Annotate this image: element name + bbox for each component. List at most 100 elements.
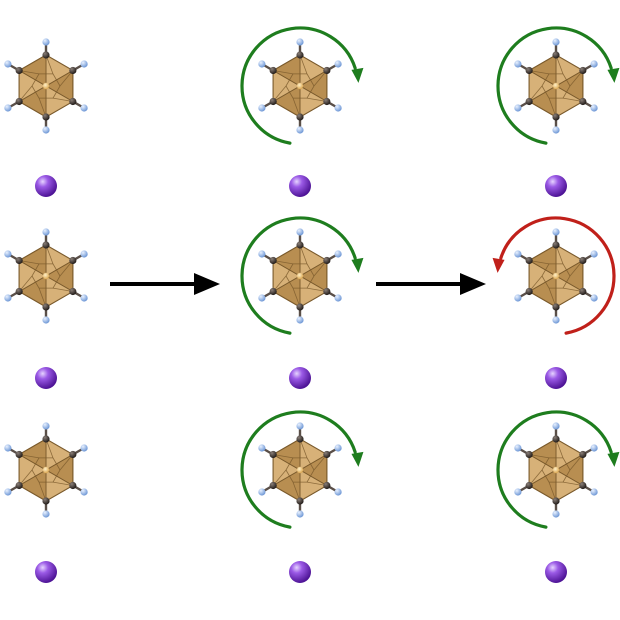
boron-atom [42, 82, 50, 90]
cage-edge [306, 457, 315, 471]
hydrogen-atom [42, 126, 50, 134]
cage-edge [52, 457, 61, 471]
carbon-atom [42, 497, 50, 505]
cage-edge [306, 73, 315, 87]
carbon-atom [323, 287, 331, 296]
carborane-molecule [4, 422, 88, 518]
carborane-molecule [4, 228, 88, 324]
carbon-atom [269, 450, 277, 459]
hydrogen-atom [514, 294, 522, 302]
hydrogen-atom [334, 294, 342, 302]
hydrogen-atom [334, 60, 342, 68]
cation-atom [35, 561, 57, 583]
counterclockwise-rotation-arrow [492, 216, 616, 335]
hydrogen-atom [258, 488, 266, 496]
cage-facet [272, 244, 301, 277]
cage-facet [528, 54, 557, 87]
hydrogen-atom [80, 444, 88, 452]
carbon-atom [552, 435, 560, 443]
hydrogen-atom [552, 510, 560, 518]
carbon-atom [323, 450, 331, 459]
cell-col1-row2 [4, 228, 88, 389]
hydrogen-atom [514, 444, 522, 452]
cage-edge [31, 469, 40, 483]
cell-col3-row1 [496, 26, 620, 197]
cage-edge [52, 469, 61, 483]
cage-edge [562, 85, 571, 99]
hydrogen-atom [42, 316, 50, 324]
hydrogen-atom [514, 60, 522, 68]
cage-edge [306, 85, 315, 99]
carbon-atom [525, 450, 533, 459]
cell-col2-row1 [240, 26, 364, 197]
cation-atom [35, 367, 57, 389]
carbon-atom [296, 241, 304, 249]
rotation-arc [496, 410, 613, 529]
hydrogen-atom [334, 444, 342, 452]
hydrogen-atom [296, 126, 304, 134]
carborane-molecule [4, 38, 88, 134]
cage-facet [528, 244, 557, 277]
cage-edge [306, 275, 315, 289]
carborane-molecule [514, 38, 598, 134]
arrow-head [194, 273, 220, 295]
transition-arrows [110, 273, 486, 295]
clockwise-rotation-arrow [240, 26, 364, 145]
hydrogen-atom [514, 104, 522, 112]
boron-atom [296, 82, 304, 90]
carbon-atom [15, 256, 23, 265]
cage-edge [285, 469, 294, 483]
hydrogen-atom [42, 422, 50, 430]
hydrogen-atom [42, 510, 50, 518]
hydrogen-atom [42, 38, 50, 46]
cage-edge [31, 457, 40, 471]
carbon-atom [552, 51, 560, 59]
carbon-atom [296, 51, 304, 59]
boron-atom [296, 272, 304, 280]
hydrogen-atom [42, 228, 50, 236]
carbon-atom [552, 303, 560, 311]
cage-edge [52, 73, 61, 87]
cage-facet [272, 54, 301, 87]
cage-edge [541, 263, 550, 277]
carbon-atom [69, 97, 77, 106]
carbon-atom [552, 241, 560, 249]
cage-edge [562, 469, 571, 483]
hydrogen-atom [4, 294, 12, 302]
cage-edge [541, 457, 550, 471]
carbon-atom [269, 481, 277, 490]
cage-edge [31, 73, 40, 87]
carbon-atom [579, 287, 587, 296]
cell-col2-row3 [240, 410, 364, 583]
carbon-atom [69, 256, 77, 265]
carbon-atom [269, 97, 277, 106]
carbon-atom [579, 256, 587, 265]
carbon-atom [579, 450, 587, 459]
hydrogen-atom [80, 294, 88, 302]
carbon-atom [269, 256, 277, 265]
arrow-head [460, 273, 486, 295]
rotation-arrowhead [351, 257, 364, 273]
carbon-atom [525, 97, 533, 106]
carborane-molecule [258, 228, 342, 324]
cell-col1-row3 [4, 422, 88, 583]
hydrogen-atom [4, 444, 12, 452]
carbon-atom [525, 481, 533, 490]
hydrogen-atom [296, 422, 304, 430]
clockwise-rotation-arrow [496, 410, 620, 529]
rotation-arrowhead [492, 257, 505, 273]
cation-atom [545, 367, 567, 389]
hydrogen-atom [4, 488, 12, 496]
hydrogen-atom [590, 104, 598, 112]
cage-edge [31, 275, 40, 289]
carbon-atom [15, 97, 23, 106]
carbon-atom [525, 287, 533, 296]
rotation-arc [240, 410, 357, 529]
hydrogen-atom [590, 444, 598, 452]
hydrogen-atom [590, 488, 598, 496]
cage-edge [541, 469, 550, 483]
cage-edge [541, 275, 550, 289]
carbon-atom [69, 66, 77, 75]
hydrogen-atom [258, 104, 266, 112]
clockwise-rotation-arrow [240, 410, 364, 529]
